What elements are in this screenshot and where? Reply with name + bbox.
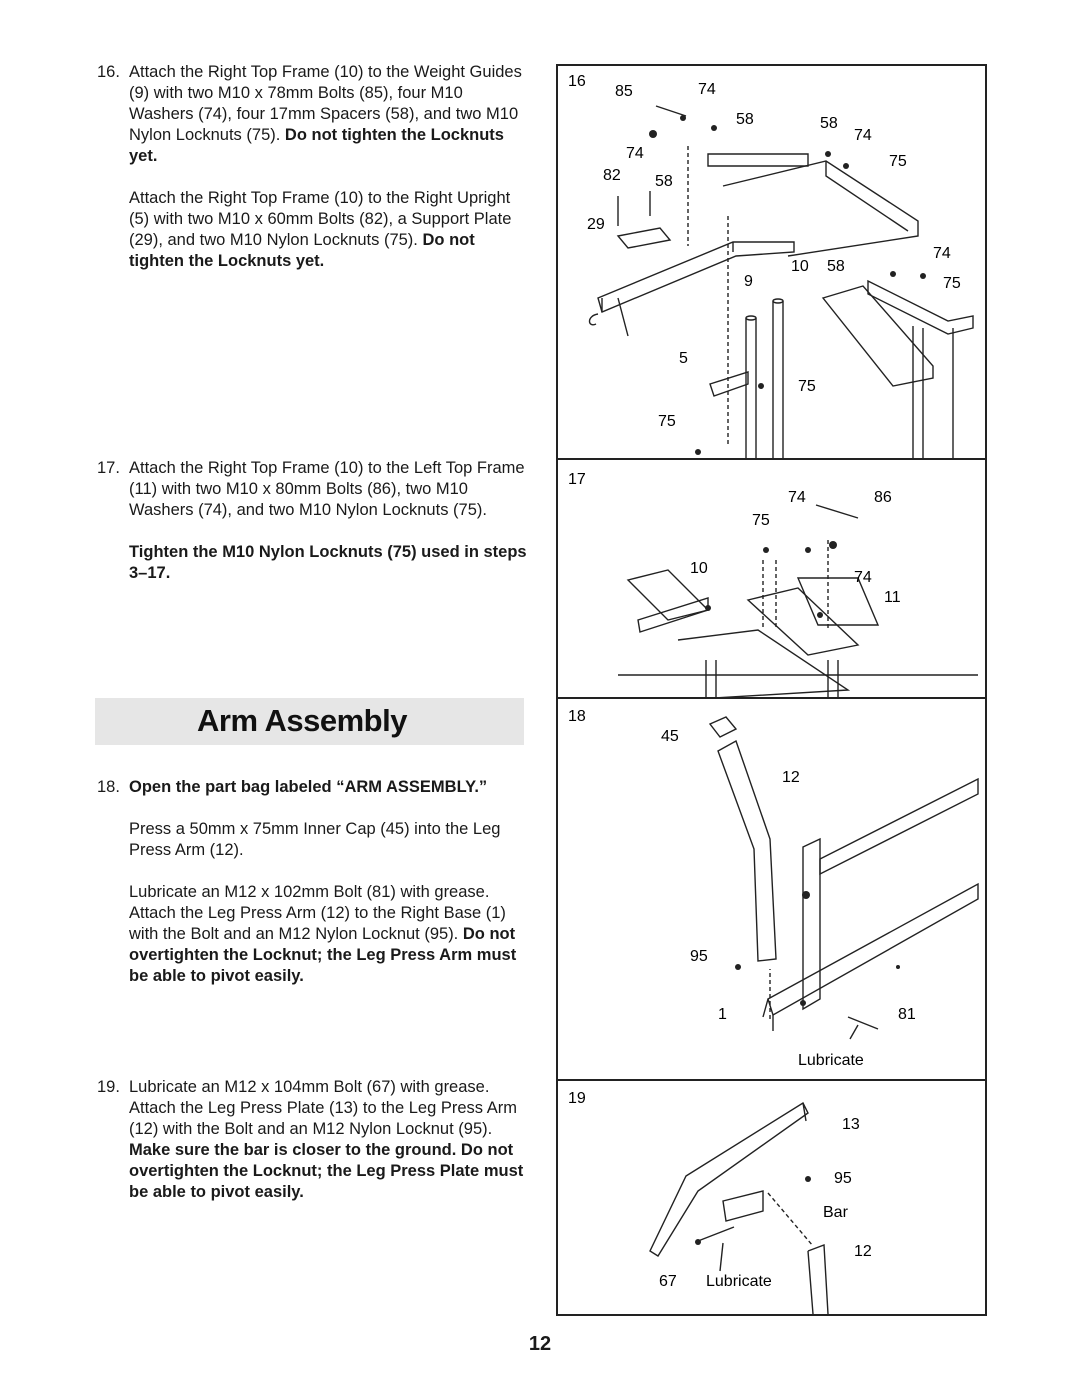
part-label: 58 [655, 173, 673, 190]
figure-18-drawing: 18 45 12 95 1 81 Lubricate [568, 708, 979, 1069]
part-label: 12 [854, 1243, 872, 1260]
step-warning: Make sure the bar is closer to the groun… [129, 1141, 524, 1201]
part-label: 58 [820, 115, 838, 132]
part-label: 74 [933, 245, 951, 262]
step-19: 19. Lubricate an M12 x 104mm Bolt (67) w… [97, 1077, 527, 1224]
part-label: 45 [661, 728, 679, 745]
figure-17-drawing: 17 74 86 75 10 74 11 [568, 471, 978, 699]
step-16-paragraph-2: Attach the Right Top Frame (10) to the R… [129, 188, 527, 272]
step-warning: Do not tighten the Locknuts yet. [129, 231, 475, 270]
step-16-paragraph-1: Attach the Right Top Frame (10) to the W… [129, 62, 527, 167]
figure-16-drawing: 16 85 74 58 58 74 74 75 82 58 29 74 10 5… [568, 73, 974, 460]
part-label: 29 [587, 216, 605, 233]
part-label: Bar [823, 1204, 849, 1221]
figure-17: 17 74 86 75 10 74 11 [556, 458, 987, 699]
figure-number: 19 [568, 1090, 586, 1107]
part-label: 67 [659, 1273, 677, 1290]
step-18-paragraph-1: Open the part bag labeled “ARM ASSEMBLY.… [129, 778, 488, 796]
step-18-paragraph-2: Press a 50mm x 75mm Inner Cap (45) into … [129, 820, 501, 859]
step-text: Lubricate an M12 x 104mm Bolt (67) with … [129, 1078, 517, 1138]
figure-19: 19 13 95 Bar 12 67 Lubricate [556, 1079, 987, 1316]
part-label: 12 [782, 769, 800, 786]
step-warning: Do not tighten the Locknuts yet. [129, 126, 504, 165]
figure-18: 18 45 12 95 1 81 Lubricate [556, 697, 987, 1081]
part-label: 9 [744, 273, 753, 290]
part-label: 75 [889, 153, 907, 170]
part-label: 74 [854, 569, 872, 586]
step-number: 18. [97, 778, 120, 796]
part-label: 1 [718, 1006, 727, 1023]
page-number: 12 [528, 1333, 552, 1355]
part-label: 95 [690, 948, 708, 965]
figure-number: 18 [568, 708, 586, 725]
part-label: 13 [842, 1116, 860, 1133]
part-label: 81 [898, 1006, 916, 1023]
step-18: 18. Open the part bag labeled “ARM ASSEM… [97, 777, 527, 1008]
part-label: 75 [943, 275, 961, 292]
part-label: 58 [827, 258, 845, 275]
step-17-paragraph-2: Tighten the M10 Nylon Locknuts (75) used… [129, 543, 527, 582]
step-text: Lubricate an M12 x 102mm Bolt (81) with … [129, 883, 506, 943]
step-18-paragraph-3: Lubricate an M12 x 102mm Bolt (81) with … [129, 882, 527, 987]
part-label: Lubricate [706, 1273, 772, 1290]
step-number: 19. [97, 1078, 120, 1096]
part-label: 58 [736, 111, 754, 128]
step-16: 16. Attach the Right Top Frame (10) to t… [97, 62, 527, 293]
step-text: Attach the Right Top Frame (10) to the W… [129, 63, 522, 144]
part-label: 10 [791, 258, 809, 275]
part-label: 10 [690, 560, 708, 577]
part-label: 5 [679, 350, 688, 367]
step-warning: Do not overtighten the Locknut; the Leg … [129, 925, 517, 985]
section-title: Arm Assembly [197, 703, 407, 738]
part-label: 75 [798, 378, 816, 395]
part-label: 75 [658, 413, 676, 430]
step-text: Attach the Right Top Frame (10) to the R… [129, 189, 512, 249]
figure-16: 16 85 74 58 58 74 74 75 82 58 29 74 10 5… [556, 64, 987, 460]
step-number: 16. [97, 63, 120, 81]
figure-number: 16 [568, 73, 586, 90]
part-label: 86 [874, 489, 892, 506]
part-label: 75 [752, 512, 770, 529]
figure-number: 17 [568, 471, 586, 488]
step-17-paragraph-1: Attach the Right Top Frame (10) to the L… [129, 459, 525, 519]
part-label: 74 [788, 489, 806, 506]
step-19-paragraph-1: Lubricate an M12 x 104mm Bolt (67) with … [129, 1077, 527, 1203]
part-label: 82 [603, 167, 621, 184]
part-label: 95 [834, 1170, 852, 1187]
part-label: 74 [854, 127, 872, 144]
part-label: 85 [615, 83, 633, 100]
part-label: 11 [884, 589, 901, 606]
step-number: 17. [97, 459, 120, 477]
section-header: Arm Assembly [95, 698, 524, 745]
step-17: 17. Attach the Right Top Frame (10) to t… [97, 458, 527, 605]
part-label: 74 [698, 81, 716, 98]
figure-19-drawing: 19 13 95 Bar 12 67 Lubricate [568, 1090, 872, 1314]
part-label: Lubricate [798, 1052, 864, 1069]
part-label: 74 [626, 145, 644, 162]
